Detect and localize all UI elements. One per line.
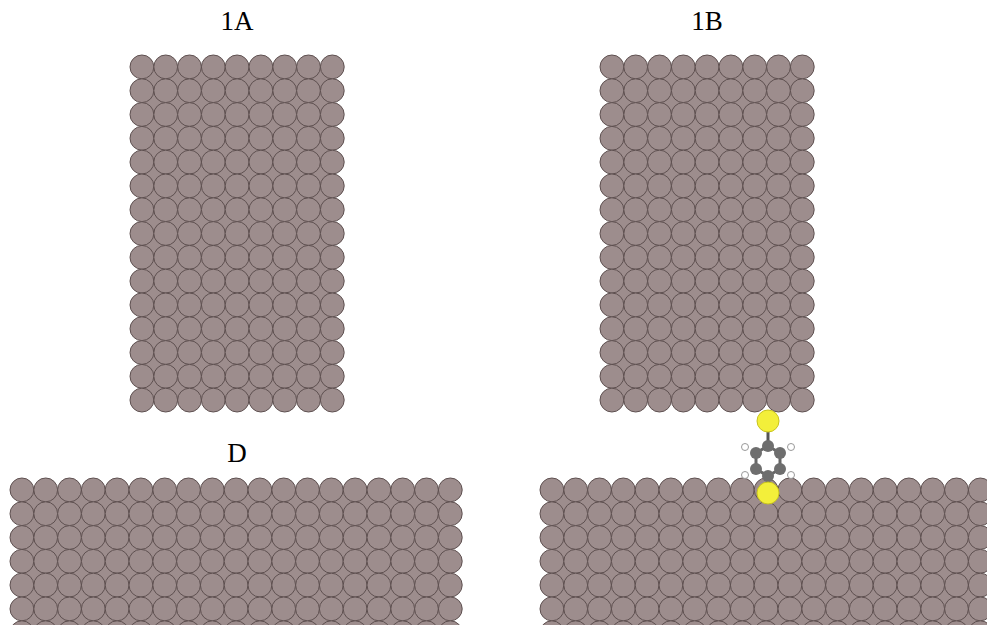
panel-label: D [227,440,247,467]
dithiol-molecule [742,410,795,504]
panel-label: 1A [221,8,254,35]
panel-label: 1B [691,8,723,35]
metal-slabs [10,55,987,625]
